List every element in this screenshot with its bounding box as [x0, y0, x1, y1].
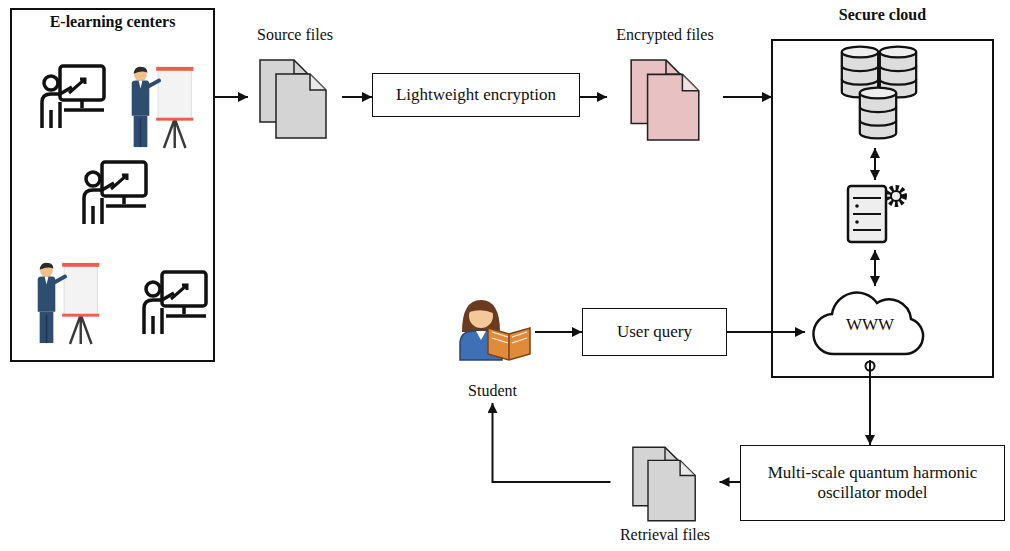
- process-box: Lightweight encryption: [372, 73, 580, 117]
- node-text: WWW: [846, 315, 894, 335]
- node-text: Lightweight encryption: [396, 85, 556, 105]
- file-icon: [260, 60, 326, 138]
- double-arrow: [874, 148, 876, 180]
- server-icon: [855, 204, 859, 208]
- teacher-icon: [38, 263, 100, 344]
- file-icon: [633, 447, 695, 521]
- server-icon: [853, 198, 881, 230]
- node-text: Source files: [257, 25, 333, 44]
- center-group: E-learning centers: [10, 8, 215, 362]
- file-icon: [260, 60, 326, 138]
- file-stack: Retrieval files: [611, 441, 720, 547]
- flow-arrow: [493, 403, 611, 482]
- file-icon: [631, 60, 699, 140]
- student-figure: [488, 328, 530, 360]
- server-icon: [888, 188, 904, 204]
- flow-arrow: [580, 96, 607, 98]
- flow-arrow: [869, 360, 871, 445]
- student-figure: [492, 332, 527, 343]
- student-figure: [508, 334, 510, 360]
- teacher-icon: [42, 66, 104, 128]
- student-node: Student: [450, 295, 535, 403]
- node-text: User query: [617, 322, 692, 342]
- server-icon: [855, 220, 859, 224]
- flow-arrow: [720, 481, 741, 483]
- flow-arrow: [535, 331, 582, 333]
- flow-arrow: [342, 96, 372, 98]
- flow-arrow: [215, 96, 248, 98]
- model-box: Multi-scale quantum harmonic oscillator …: [740, 445, 1005, 521]
- file-stack: Encrypted files: [607, 25, 723, 143]
- student-figure: [476, 331, 486, 340]
- www-cloud: WWW: [805, 290, 935, 360]
- student-figure: [462, 300, 500, 332]
- teacher-icon: [84, 162, 146, 224]
- file-stack: Source files: [248, 25, 342, 143]
- database-icon: [860, 88, 896, 139]
- student-figure: [460, 300, 530, 360]
- server-icon: [848, 186, 904, 242]
- server-icon: [848, 186, 886, 242]
- double-arrow: [874, 250, 876, 286]
- node-text: Encrypted files: [616, 25, 713, 44]
- file-icon: [633, 447, 695, 521]
- node-text: Student: [468, 381, 517, 400]
- flow-arrow: [727, 331, 805, 333]
- process-box: User query: [582, 308, 727, 356]
- cloud-group: Secure cloudWWW: [772, 5, 993, 377]
- file-icon: [631, 60, 699, 140]
- cloud-frame: [772, 40, 993, 377]
- teacher-icon: [84, 162, 146, 224]
- database-icon: [842, 47, 916, 139]
- teacher-icon: [38, 263, 100, 344]
- teacher-icon: [132, 67, 194, 148]
- node-text: Secure cloud: [839, 5, 926, 24]
- teacher-icon: [42, 66, 104, 128]
- student-figure: [469, 303, 493, 313]
- node-text: Multi-scale quantum harmonic oscillator …: [767, 463, 979, 504]
- teacher-icon: [144, 272, 206, 334]
- flow-arrow: [723, 96, 772, 98]
- teacher-icon: [132, 67, 194, 148]
- cloud-outline: [813, 293, 923, 354]
- teacher-icon: [144, 272, 206, 334]
- node-text: E-learning centers: [50, 12, 176, 31]
- node-text: Retrieval files: [620, 525, 710, 544]
- server-icon: [891, 191, 901, 201]
